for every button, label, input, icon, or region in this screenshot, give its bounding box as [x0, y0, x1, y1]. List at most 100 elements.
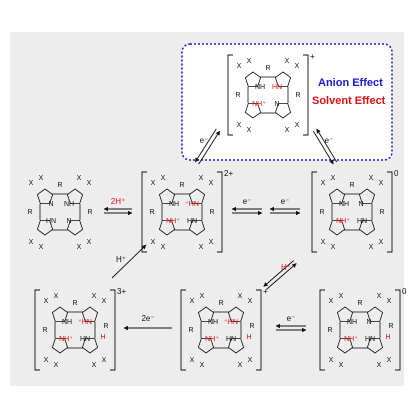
- atom-n: N: [274, 101, 279, 108]
- label-2h-plus: 2H⁺: [111, 197, 125, 206]
- atom-n: N: [358, 201, 363, 208]
- solvent-effect-label: Solvent Effect: [312, 95, 386, 107]
- atom-nh: NH: [64, 201, 74, 208]
- atom-r: R: [357, 300, 362, 307]
- charge-label: 0: [394, 169, 399, 178]
- label-e-2: e⁻: [281, 197, 290, 206]
- atom-x: X: [247, 58, 252, 65]
- atom-h: H: [100, 334, 105, 341]
- atom-r: R: [27, 209, 32, 216]
- atom-x: X: [377, 362, 382, 369]
- atom-x: X: [151, 180, 156, 187]
- atom-x: X: [379, 180, 384, 187]
- label-h-plus: H⁺: [116, 255, 126, 264]
- atom-x: X: [92, 362, 97, 369]
- label-e-4: e⁻: [325, 136, 334, 145]
- atom-x: X: [285, 58, 290, 65]
- atom-r: R: [179, 182, 184, 189]
- arrow-boxed-phlorin-back: [316, 128, 338, 163]
- atom-r: R: [188, 327, 193, 334]
- atom-x: X: [339, 362, 344, 369]
- atom-x: X: [77, 175, 82, 182]
- charge-label: 3+: [117, 287, 126, 296]
- label-h-plus-red: H⁺: [281, 263, 291, 272]
- atom-r: R: [209, 209, 214, 216]
- atom-x: X: [377, 293, 382, 300]
- atom-x: X: [295, 122, 300, 129]
- atom-nh-plus: NH⁺: [166, 218, 180, 225]
- atom-nh-plus: NH⁺: [344, 336, 358, 343]
- atom-hn: HN: [272, 84, 282, 91]
- atom-hn: HN: [365, 336, 375, 343]
- atom-nh: NH: [62, 319, 72, 326]
- atom-r: R: [249, 323, 254, 330]
- atom-r: R: [319, 209, 324, 216]
- atom-h: H: [246, 334, 251, 341]
- atom-x: X: [238, 293, 243, 300]
- atom-nh-plus: NH⁺: [59, 336, 73, 343]
- atom-n: N: [66, 218, 71, 225]
- atom-x: X: [161, 175, 166, 182]
- atom-x: X: [329, 298, 334, 305]
- atom-x: X: [161, 244, 166, 251]
- atom-x: X: [237, 122, 242, 129]
- atom-x: X: [199, 244, 204, 251]
- atom-h: H: [385, 334, 390, 341]
- atom-x: X: [190, 357, 195, 364]
- atom-x: X: [102, 357, 107, 364]
- atom-x: X: [295, 63, 300, 70]
- atom-x: X: [329, 357, 334, 364]
- arrow-phlorin-protonation-forward: [263, 260, 294, 287]
- atom-r: R: [327, 327, 332, 334]
- atom-x: X: [248, 357, 253, 364]
- reaction-arrows: 2H⁺ e⁻ e⁻ e⁻ e⁻ H⁺ H⁺ 2e⁻ e⁻: [103, 128, 338, 333]
- atom-hn: HN: [46, 218, 56, 225]
- atom-x: X: [369, 244, 374, 251]
- atom-nh: NH: [339, 201, 349, 208]
- atom-x: X: [200, 293, 205, 300]
- atom-x: X: [247, 127, 252, 134]
- atom-r: R: [72, 300, 77, 307]
- atom-nh-plus: NH⁺: [205, 336, 219, 343]
- label-2e: 2e⁻: [141, 314, 154, 323]
- anion-effect-label: Anion Effect: [318, 77, 383, 89]
- atom-hn: HN: [187, 218, 197, 225]
- atom-nh-plus: NH⁺: [252, 101, 266, 108]
- atom-x: X: [39, 175, 44, 182]
- atom-r: R: [57, 182, 62, 189]
- atom-hn-plus: ⁺HN: [78, 319, 92, 326]
- atom-x: X: [29, 180, 34, 187]
- atom-x: X: [209, 239, 214, 246]
- atom-x: X: [387, 357, 392, 364]
- atom-x: X: [54, 293, 59, 300]
- atom-r: R: [42, 327, 47, 334]
- arrow-dication-boxed-forward: [198, 130, 221, 165]
- atom-x: X: [39, 244, 44, 251]
- effect-box: [181, 43, 393, 161]
- charge-label: 2+: [224, 169, 233, 178]
- atom-x: X: [151, 239, 156, 246]
- charge-label: +: [310, 52, 315, 61]
- atom-x: X: [102, 298, 107, 305]
- atom-n: N: [48, 201, 53, 208]
- label-e-3: e⁻: [200, 136, 209, 145]
- atom-x: X: [92, 293, 97, 300]
- atom-x: X: [285, 127, 290, 134]
- atom-r: R: [103, 323, 108, 330]
- atom-hn-plus: ⁺HN: [224, 319, 238, 326]
- label-e-1: e⁻: [243, 197, 252, 206]
- atom-x: X: [54, 362, 59, 369]
- atom-x: X: [77, 244, 82, 251]
- atom-r: R: [218, 300, 223, 307]
- label-e-5: e⁻: [287, 314, 296, 323]
- atom-hn: HN: [80, 336, 90, 343]
- arrow-boxed-phlorin-forward: [312, 130, 334, 165]
- atom-r: R: [379, 209, 384, 216]
- atom-r: R: [149, 209, 154, 216]
- atom-nh-plus: NH⁺: [336, 218, 350, 225]
